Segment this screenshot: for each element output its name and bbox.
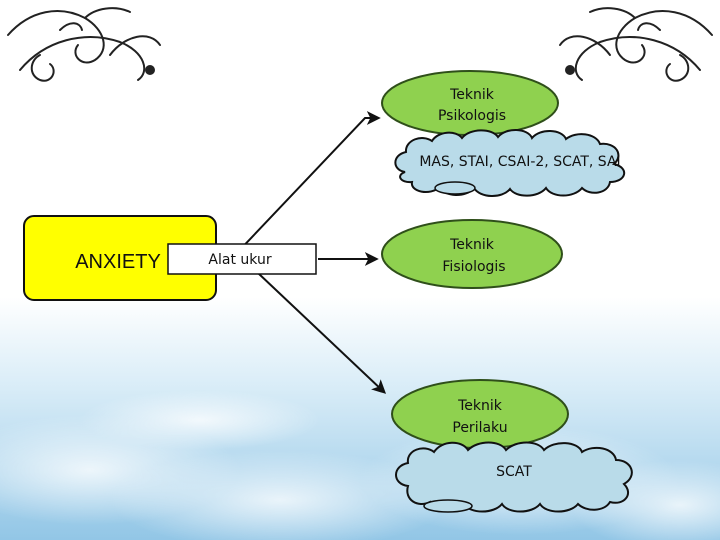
- technique-fisiologis-line1: Teknik: [449, 237, 495, 253]
- technique-perilaku-line2: Perilaku: [452, 420, 507, 436]
- technique-psikologis-ellipse: [381, 70, 559, 136]
- perilaku-instruments: SCAT: [496, 464, 532, 480]
- arrow-to-perilaku: [257, 272, 387, 394]
- technique-psikologis-line2: Psikologis: [438, 108, 506, 124]
- arrow-to-psikologis: [234, 111, 381, 256]
- technique-perilaku-ellipse: [391, 379, 569, 449]
- floral-swirl-icon: [7, 7, 161, 82]
- psikologis-instruments: MAS, STAI, CSAI-2, SCAT, SAI: [419, 154, 620, 170]
- technique-perilaku-line1: Teknik: [457, 398, 503, 414]
- technique-fisiologis-line2: Fisiologis: [442, 259, 505, 275]
- cloud-perilaku: [395, 441, 633, 513]
- technique-fisiologis-ellipse: [381, 219, 563, 289]
- anxiety-label: ANXIETY: [75, 251, 161, 273]
- technique-psikologis-line1: Teknik: [449, 87, 495, 103]
- floral-swirl-icon: [559, 7, 713, 82]
- tool-label: Alat ukur: [208, 252, 271, 268]
- cloud-psikologis: [394, 129, 625, 197]
- connectors: [234, 111, 387, 394]
- tool-box: [167, 243, 317, 275]
